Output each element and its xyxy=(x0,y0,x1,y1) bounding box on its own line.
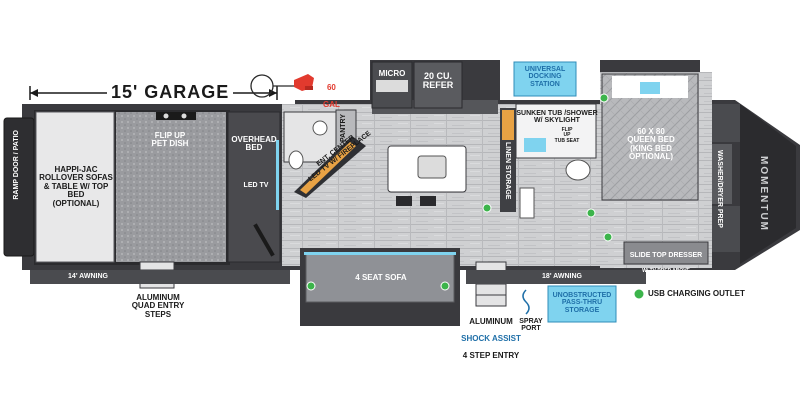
dresser-main: SLIDE TOP DRESSER xyxy=(629,252,703,260)
usb-legend-label: USB CHARGING OUTLET xyxy=(648,289,745,298)
bath-toilet xyxy=(565,159,591,181)
pass-thru-label: UNOBSTRUCTED PASS-THRU STORAGE xyxy=(552,292,612,314)
docking-station-callout xyxy=(513,61,577,97)
nose-closet-top xyxy=(712,104,740,142)
bath-vanity xyxy=(519,187,535,219)
sofas-label: HAPPI-JAC ROLLOVER SOFAS & TABLE w/ TOP … xyxy=(39,165,113,208)
sofa-led-strip xyxy=(304,252,456,255)
awning-14 xyxy=(30,270,290,284)
ent-center[interactable] xyxy=(294,136,366,198)
pass-thru-storage-callout xyxy=(547,285,617,323)
queen-bed-label: 60 x 80 QUEEN BED (KING BED OPTIONAL) xyxy=(627,127,675,162)
awning-18 xyxy=(466,270,646,284)
garage-carpet xyxy=(116,112,226,262)
led-tv-garage xyxy=(276,140,279,210)
four-seat-sofa[interactable] xyxy=(305,253,455,303)
spray-port-hose xyxy=(522,289,530,315)
spray-port-label: SPRAY PORT xyxy=(519,318,543,333)
bed-pillow-accent xyxy=(640,82,660,94)
ramp-label: RAMP DOOR / PATIO xyxy=(13,130,20,200)
slide-top-dresser[interactable] xyxy=(623,241,709,265)
overhead-label: OVERHEAD BED xyxy=(231,135,277,153)
flip-up-label: FLIP UP PET DISH xyxy=(151,131,189,149)
linen-label: LINEN STORAGE xyxy=(504,142,511,200)
shock-assist-label: ALUMINUM SHOCK ASSIST 4 STEP ENTRY xyxy=(458,310,524,360)
overhead-bed-area[interactable] xyxy=(227,111,281,263)
refer-label: 20 CU. REFER xyxy=(422,71,454,91)
happi-jac-sofa-area[interactable] xyxy=(35,111,115,263)
flip-seat-label: FLIP UP TUB SEAT xyxy=(554,127,580,144)
pet-dish-icon xyxy=(156,112,196,120)
sofa4-label: 4 SEAT SOFA xyxy=(355,273,407,282)
led-tv-label: LED TV xyxy=(243,182,269,189)
docking-label: UNIVERSAL DOCKING STATION xyxy=(524,66,566,88)
dresser-sub: W/ TV PREP ABOVE xyxy=(642,268,690,275)
half-bath-sink xyxy=(312,120,328,136)
washer-label: WASHER/DRYER PREP xyxy=(716,150,723,228)
fuel-unit: GAL xyxy=(323,100,340,110)
front-cap xyxy=(740,104,796,264)
fuel-label: 60 GAL xyxy=(323,76,340,110)
garage-door-swing xyxy=(253,223,275,257)
washer-dryer[interactable] xyxy=(712,144,732,204)
fuel-hose xyxy=(250,74,295,98)
nose-closet-bottom xyxy=(712,206,740,252)
awning18-label: 18' AWNING xyxy=(542,273,582,280)
dresser-label: SLIDE TOP DRESSER W/ TV PREP ABOVE xyxy=(626,245,706,274)
shock-line3: 4 STEP ENTRY xyxy=(462,350,520,360)
micro-label: MICRO xyxy=(378,69,406,78)
shock-line1: ALUMINUM xyxy=(469,317,513,327)
refrigerator xyxy=(413,61,463,109)
microwave-window xyxy=(376,80,408,92)
brand-label: MOMENTUM xyxy=(758,156,769,232)
tub-label: SUNKEN TUB /SHOWER w/ SKYLIGHT xyxy=(516,110,598,125)
kitchen-island[interactable] xyxy=(387,145,467,206)
toilet-icon xyxy=(288,150,304,170)
usb-legend-icon xyxy=(633,288,645,300)
shock-line2: SHOCK ASSIST xyxy=(461,334,521,344)
fuel-amount: 60 xyxy=(326,83,336,93)
tub-skylight xyxy=(524,138,546,152)
fuel-pump-icon xyxy=(294,74,314,91)
garage-title: 15' GARAGE xyxy=(107,82,234,103)
awning14-label: 14' AWNING xyxy=(68,273,108,280)
usb-outlet-icons xyxy=(306,93,613,291)
linen-shelves xyxy=(502,110,514,140)
kitchen-sink-icon xyxy=(417,155,447,179)
quad-steps-label: ALUMINUM QUAD ENTRY STEPS xyxy=(131,293,185,319)
